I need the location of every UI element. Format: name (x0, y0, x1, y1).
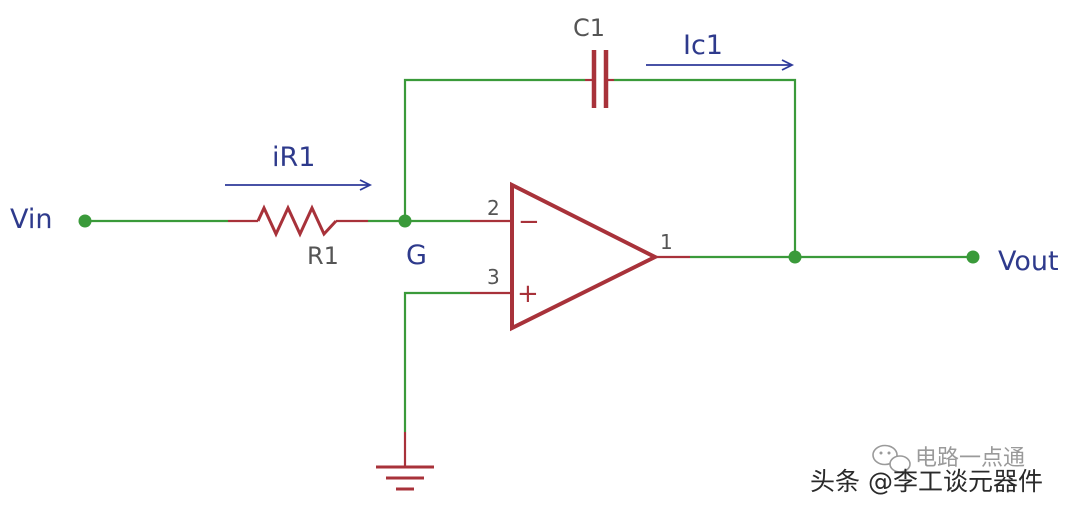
label-vin: Vin (10, 204, 53, 235)
label-vout: Vout (998, 246, 1059, 277)
wire-feedback-left (403, 78, 585, 221)
label-sign-plus: + (517, 279, 539, 309)
watermark-primary: 头条 @李工谈元器件 (810, 467, 1043, 496)
resistor-r1-symbol (256, 204, 338, 238)
arrow-ic1-head (781, 59, 795, 71)
label-pin-noninverting: 3 (487, 265, 500, 289)
arrow-ir1-head (359, 179, 373, 191)
label-c1: C1 (573, 14, 605, 42)
wires (85, 78, 973, 432)
wire-noninverting-to-ground (403, 291, 470, 432)
label-g: G (406, 240, 427, 271)
label-r1: R1 (307, 242, 339, 270)
current-arrow-ir1 (225, 179, 373, 191)
watermark-secondary: 电路一点通 (915, 446, 1025, 471)
label-pin-inverting: 2 (487, 196, 500, 220)
label-pin-output: 1 (660, 230, 673, 254)
pin-leads (228, 78, 690, 466)
nodes (78, 214, 980, 264)
opamp-triangle (510, 181, 660, 332)
wire-feedback-right (614, 78, 797, 257)
node-vout (966, 250, 980, 264)
node-vin (78, 214, 92, 228)
ground-symbol (376, 465, 434, 491)
node-output-junction (788, 250, 802, 264)
node-g (398, 214, 412, 228)
watermark: 电路一点通 头条 @李工谈元器件 (810, 444, 1043, 496)
capacitor-c1-symbol (591, 50, 609, 108)
current-arrow-ic1 (646, 59, 795, 71)
wechat-icon (872, 444, 911, 473)
label-ic1: Ic1 (683, 30, 723, 61)
label-ir1: iR1 (272, 142, 315, 173)
label-sign-minus: − (518, 207, 540, 237)
